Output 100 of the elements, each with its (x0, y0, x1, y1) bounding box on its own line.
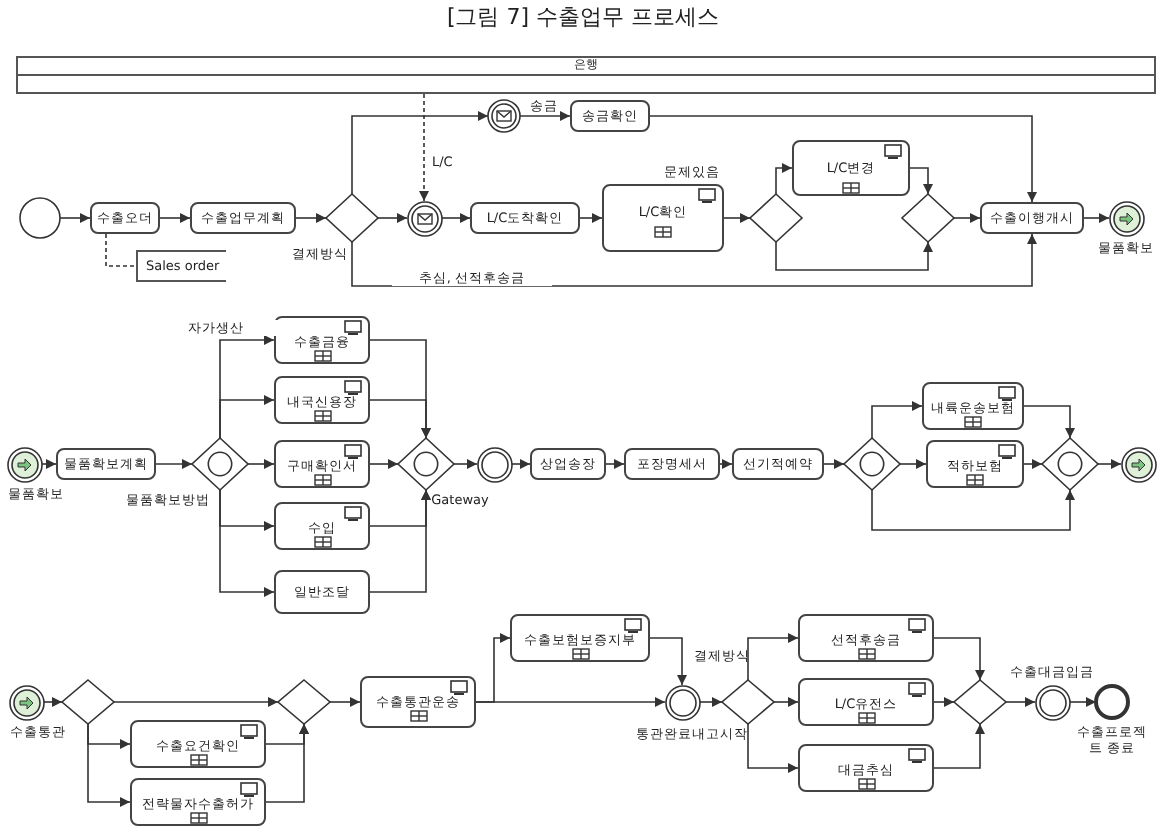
sequence-flow-arrow (899, 459, 927, 469)
task-box (926, 440, 1024, 488)
gateway-diamond (190, 436, 250, 492)
sequence-flow-arrow (219, 489, 275, 597)
sequence-flow-arrow (933, 697, 955, 707)
sequence-flow-arrow (747, 723, 799, 773)
sequence-flow-arrow (1097, 459, 1122, 469)
sequence-flow-arrow (773, 697, 799, 707)
sequence-flow-arrow (42, 697, 63, 707)
sequence-flow-arrow (823, 459, 845, 469)
sequence-flow-arrow (719, 459, 733, 469)
task-box (798, 744, 934, 792)
task-box (90, 202, 160, 234)
sequence-flow-arrow (265, 723, 309, 803)
sequence-flow-arrow (933, 723, 985, 769)
annotation-bracket (136, 250, 226, 282)
task-box (624, 448, 720, 480)
task-box (130, 720, 266, 768)
figure-title: [그림 7] 수출업무 프로세스 (444, 4, 722, 30)
task-box (274, 440, 370, 488)
sequence-flow-arrow (87, 723, 131, 807)
message-event (486, 98, 522, 134)
sequence-flow-arrow (909, 167, 933, 195)
task-box (274, 376, 370, 424)
sequence-flow-arrow (329, 697, 361, 707)
task-box (274, 502, 370, 550)
sequence-flow-arrow (579, 213, 603, 223)
sequence-flow-arrow (605, 459, 625, 469)
message-event (405, 199, 443, 237)
sequence-flow-arrow (113, 697, 279, 707)
task-box (360, 676, 476, 728)
pool-band (16, 56, 1156, 94)
task-box (510, 614, 650, 662)
sequence-flow-arrow (295, 213, 327, 223)
intermediate-event (1033, 683, 1071, 721)
gateway-diamond (276, 678, 332, 726)
sequence-flow-arrow (510, 459, 531, 469)
sequence-flow-arrow (440, 213, 471, 223)
sequence-flow-arrow (871, 401, 923, 439)
sequence-flow-arrow (723, 213, 751, 223)
intermediate-event (475, 445, 513, 483)
intermediate-event (663, 683, 701, 721)
end-event (1094, 684, 1130, 720)
sequence-flow-arrow (351, 111, 489, 195)
sequence-flow-arrow (1005, 697, 1036, 707)
sequence-flow-arrow (155, 459, 193, 469)
task-box (274, 570, 370, 614)
task-box (274, 316, 370, 364)
sequence-flow-arrow (519, 111, 571, 121)
start-event (5, 445, 43, 483)
task-box (732, 448, 824, 480)
sequence-flow-arrow (775, 163, 793, 195)
sequence-flow-arrow (933, 637, 985, 681)
sequence-flow-arrow (775, 241, 933, 271)
sequence-flow-arrow (1023, 459, 1043, 469)
gateway-diamond (60, 678, 116, 726)
task-box (602, 184, 724, 252)
gateway-diamond (324, 192, 380, 244)
sequence-flow-arrow (1083, 213, 1110, 223)
task-box (470, 202, 580, 234)
sequence-flow-arrow (351, 233, 1037, 287)
start-event (18, 196, 62, 240)
sequence-flow-arrow (953, 213, 981, 223)
message-flow-arrow (419, 93, 429, 202)
task-box (56, 448, 156, 480)
task-box (530, 448, 606, 480)
end-event (1119, 445, 1157, 483)
task-box (792, 140, 910, 196)
sequence-flow-arrow (649, 637, 687, 686)
sequence-flow-arrow (377, 213, 408, 223)
task-box (130, 778, 266, 826)
task-box (922, 382, 1024, 430)
sequence-flow-arrow (247, 459, 275, 469)
gateway-diamond (748, 192, 804, 244)
sequence-flow-arrow (1023, 405, 1075, 439)
sequence-flow-arrow (369, 399, 431, 439)
sequence-flow-arrow (649, 115, 1037, 203)
task-box (798, 678, 934, 726)
gateway-diamond (842, 436, 902, 492)
gateway-diamond (1040, 436, 1100, 492)
gateway-diamond (720, 678, 776, 726)
end-event (1107, 199, 1145, 237)
task-box (570, 100, 650, 132)
gateway-diamond (396, 436, 456, 492)
sequence-flow-arrow (369, 489, 431, 593)
sequence-flow-arrow (159, 213, 191, 223)
gateway-diamond (900, 192, 956, 244)
task-box (190, 202, 296, 234)
sequence-flow-arrow (40, 459, 57, 469)
gateway-diamond (952, 678, 1008, 726)
task-box (980, 202, 1084, 234)
sequence-flow-arrow (475, 697, 666, 707)
sequence-flow-arrow (219, 395, 275, 439)
sequence-flow-arrow (59, 213, 91, 223)
sequence-flow-arrow (369, 459, 399, 469)
sequence-flow-arrow (453, 459, 478, 469)
sequence-flow-arrow (698, 697, 723, 707)
association-line (105, 233, 137, 267)
sequence-flow-arrow (871, 489, 1075, 531)
sequence-flow-arrow (747, 633, 799, 681)
